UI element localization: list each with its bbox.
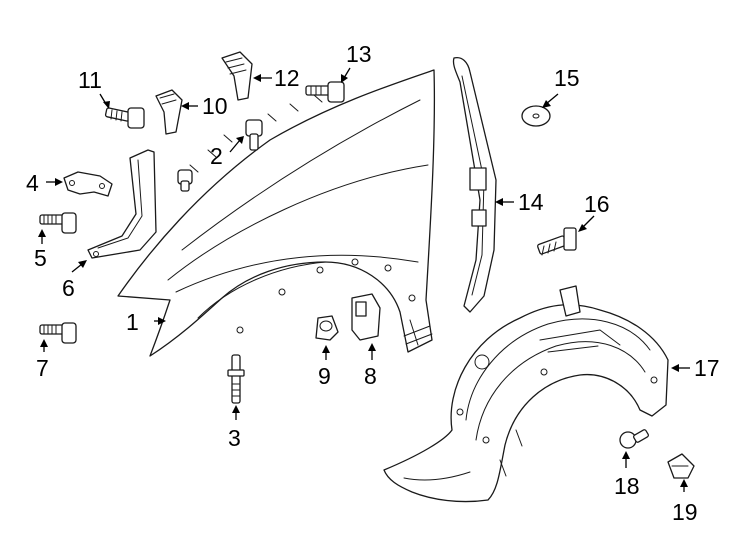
callout-4: 4 (26, 170, 39, 196)
callout-11: 11 (78, 67, 102, 93)
bolt-part-11[interactable] (104, 107, 145, 129)
callout-18: 18 (614, 473, 640, 499)
callout-10: 10 (202, 93, 228, 119)
leader-lines (38, 67, 690, 492)
callout-3: 3 (228, 425, 241, 451)
fender-seal-part[interactable] (452, 56, 497, 313)
screw-part-18[interactable] (619, 429, 649, 449)
callout-19: 19 (672, 499, 698, 525)
bracket-part-12[interactable] (221, 51, 253, 101)
callout-1: 1 (126, 309, 139, 335)
callout-14: 14 (518, 189, 544, 215)
callout-labels: 1 2 3 4 5 6 7 8 9 10 11 12 13 14 15 16 1… (26, 41, 720, 525)
bolt-part-2[interactable] (177, 119, 263, 192)
bracket-part-4[interactable] (63, 171, 113, 197)
callout-16: 16 (584, 191, 610, 217)
bolt-part-13[interactable] (305, 81, 345, 103)
fender-liner-part[interactable] (383, 285, 669, 503)
bolt-part-7[interactable] (39, 322, 77, 344)
bracket-part-10[interactable] (155, 89, 183, 135)
bracket-part-6[interactable] (87, 149, 157, 259)
callout-12: 12 (274, 65, 300, 91)
callout-2: 2 (210, 143, 223, 169)
callout-7: 7 (36, 355, 49, 381)
fender-part[interactable] (117, 69, 436, 357)
bolt-part-5[interactable] (39, 212, 77, 234)
callout-15: 15 (554, 65, 580, 91)
bracket-part-8[interactable] (351, 293, 381, 341)
callout-5: 5 (34, 245, 47, 271)
screw-part-16[interactable] (537, 227, 577, 256)
washer-part-15[interactable] (521, 105, 551, 127)
clip-part-19[interactable] (667, 453, 695, 479)
stud-part-3[interactable] (227, 354, 245, 404)
callout-6: 6 (62, 275, 75, 301)
callout-13: 13 (346, 41, 372, 67)
callout-9: 9 (318, 363, 331, 389)
callout-8: 8 (364, 363, 377, 389)
callout-17: 17 (694, 355, 720, 381)
clip-part-9[interactable] (315, 315, 339, 341)
